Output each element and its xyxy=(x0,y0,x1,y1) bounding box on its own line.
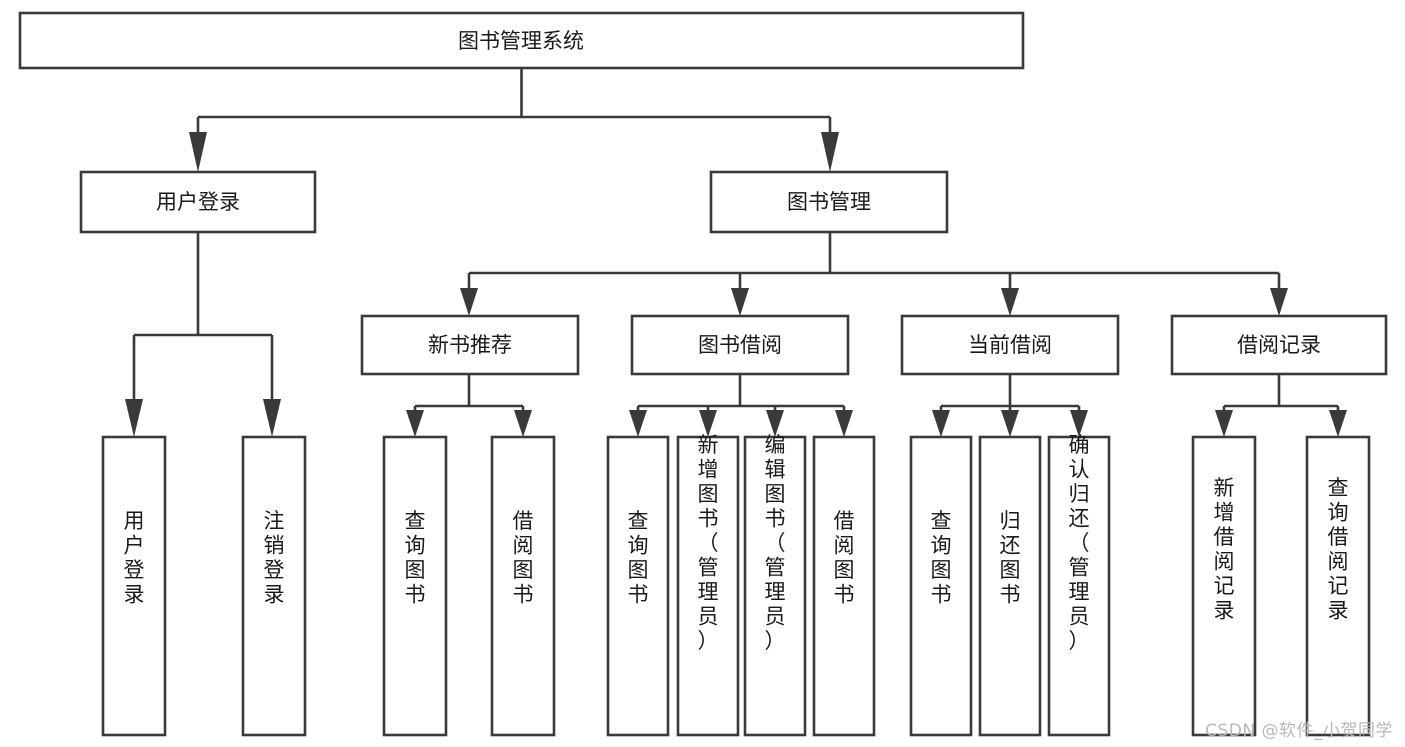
leaf-node-edit-book-label: 编辑图书（管理员） xyxy=(765,433,786,653)
arrow-head-leaf-user-login xyxy=(125,399,143,437)
leaf-node-logout[interactable]: 注销登录 xyxy=(241,435,307,737)
leaf-node-return-book-box[interactable] xyxy=(978,435,1042,737)
node-new-book-recommend-box[interactable] xyxy=(360,314,580,376)
node-new-book-recommend[interactable]: 新书推荐 xyxy=(360,314,580,376)
leaf-node-add-book-label: 新增图书（管理员） xyxy=(698,433,719,653)
leaf-node-edit-book-box[interactable] xyxy=(743,435,807,737)
arrow-head-leaf-logout xyxy=(263,399,281,437)
leaf-node-confirm-return-label: 确认归还（管理员） xyxy=(1069,433,1090,653)
connector-group-new-book-children xyxy=(406,374,532,437)
node-user-login-box[interactable] xyxy=(79,170,317,234)
leaf-node-logout-label: 注销登录 xyxy=(264,509,285,607)
arrow-head-leaf-borrow-book-1 xyxy=(514,410,532,437)
leaf-node-query-book-borrow[interactable]: 查询图书 xyxy=(606,435,670,737)
connector-group-book-borrow-children xyxy=(629,374,853,437)
leaf-node-user-login-box[interactable] xyxy=(101,435,167,737)
leaf-node-confirm-return[interactable]: 确认归还（管理员） xyxy=(1047,433,1111,737)
leaf-node-user-login-label: 用户登录 xyxy=(124,509,145,607)
arrow-head-leaf-add-record xyxy=(1215,410,1233,437)
leaf-node-borrow-book-borrow[interactable]: 借阅图书 xyxy=(812,435,876,737)
node-borrow-record-label: 借阅记录 xyxy=(1237,333,1321,357)
arrow-head-leaf-return-book xyxy=(1001,410,1019,437)
arrow-head-user-login xyxy=(189,132,207,172)
leaf-node-query-book-recommend-box[interactable] xyxy=(382,435,448,737)
leaf-node-add-book-box[interactable] xyxy=(676,435,740,737)
leaf-node-edit-book[interactable]: 编辑图书（管理员） xyxy=(743,433,807,737)
leaf-node-query-borrow-record-box[interactable] xyxy=(1305,435,1371,737)
leaf-node-query-book-current-label: 查询图书 xyxy=(931,509,952,607)
leaf-node-add-borrow-record-label: 新增借阅记录 xyxy=(1214,476,1235,623)
connector-group-user-login-children xyxy=(125,232,281,437)
node-root-system-box[interactable] xyxy=(18,11,1025,70)
node-user-login[interactable]: 用户登录 xyxy=(79,170,317,234)
node-current-borrow[interactable]: 当前借阅 xyxy=(900,314,1120,376)
node-borrow-record[interactable]: 借阅记录 xyxy=(1170,314,1388,376)
connector-group-root-to-level2 xyxy=(189,68,839,172)
leaf-node-add-book[interactable]: 新增图书（管理员） xyxy=(676,433,740,737)
leaf-node-add-borrow-record[interactable]: 新增借阅记录 xyxy=(1191,435,1257,737)
leaf-node-borrow-book-borrow-label: 借阅图书 xyxy=(834,509,855,607)
leaf-node-return-book-label: 归还图书 xyxy=(1000,509,1021,607)
node-book-manage[interactable]: 图书管理 xyxy=(709,170,949,234)
arrow-head-leaf-edit-book xyxy=(766,410,784,437)
leaf-node-query-book-recommend[interactable]: 查询图书 xyxy=(382,435,448,737)
csdn-watermark: CSDN @软件_小贺同学 xyxy=(1205,721,1393,741)
node-borrow-record-box[interactable] xyxy=(1170,314,1388,376)
leaf-node-query-book-current-box[interactable] xyxy=(909,435,973,737)
arrow-head-leaf-confirm-return xyxy=(1070,410,1088,437)
leaf-node-borrow-book-recommend-box[interactable] xyxy=(490,435,556,737)
leaf-node-borrow-book-recommend[interactable]: 借阅图书 xyxy=(490,435,556,737)
node-book-borrow-box[interactable] xyxy=(630,314,850,376)
leaf-node-confirm-return-box[interactable] xyxy=(1047,435,1111,737)
leaf-node-query-borrow-record-label: 查询借阅记录 xyxy=(1328,476,1349,623)
leaf-node-user-login[interactable]: 用户登录 xyxy=(101,435,167,737)
leaf-node-query-book-current[interactable]: 查询图书 xyxy=(909,435,973,737)
arrow-head-current-borrow xyxy=(1001,288,1019,316)
node-root-system[interactable]: 图书管理系统 xyxy=(18,11,1025,70)
leaf-node-query-book-borrow-box[interactable] xyxy=(606,435,670,737)
leaf-node-borrow-book-borrow-box[interactable] xyxy=(812,435,876,737)
leaf-node-borrow-book-recommend-label: 借阅图书 xyxy=(513,509,534,607)
node-current-borrow-label: 当前借阅 xyxy=(968,333,1052,357)
arrow-head-book-manage xyxy=(821,132,839,172)
arrow-head-borrow-record xyxy=(1270,288,1288,316)
leaf-node-return-book[interactable]: 归还图书 xyxy=(978,435,1042,737)
leaf-node-logout-box[interactable] xyxy=(241,435,307,737)
node-user-login-label: 用户登录 xyxy=(156,190,240,214)
arrow-head-leaf-query-book-2 xyxy=(629,410,647,437)
arrow-head-book-borrow xyxy=(731,288,749,316)
connector-group-borrow-record-children xyxy=(1215,374,1347,437)
node-new-book-recommend-label: 新书推荐 xyxy=(428,333,512,357)
arrow-head-leaf-query-book-3 xyxy=(932,410,950,437)
node-book-borrow[interactable]: 图书借阅 xyxy=(630,314,850,376)
node-root-system-label: 图书管理系统 xyxy=(458,29,584,53)
arrow-head-leaf-add-book xyxy=(699,410,717,437)
connector-group-book-manage-children xyxy=(460,232,1288,316)
node-book-manage-box[interactable] xyxy=(709,170,949,234)
arrow-head-new-book xyxy=(460,288,478,316)
leaf-node-add-borrow-record-box[interactable] xyxy=(1191,435,1257,737)
arrow-head-leaf-query-book-1 xyxy=(406,410,424,437)
node-book-manage-label: 图书管理 xyxy=(787,190,871,214)
arrow-head-leaf-borrow-book-2 xyxy=(835,410,853,437)
node-current-borrow-box[interactable] xyxy=(900,314,1120,376)
arrow-head-leaf-query-record xyxy=(1329,410,1347,437)
connector-group-current-borrow-children xyxy=(932,374,1088,437)
leaf-node-query-borrow-record[interactable]: 查询借阅记录 xyxy=(1305,435,1371,737)
leaf-node-query-book-borrow-label: 查询图书 xyxy=(628,509,649,607)
leaf-node-query-book-recommend-label: 查询图书 xyxy=(405,509,426,607)
node-book-borrow-label: 图书借阅 xyxy=(698,333,782,357)
